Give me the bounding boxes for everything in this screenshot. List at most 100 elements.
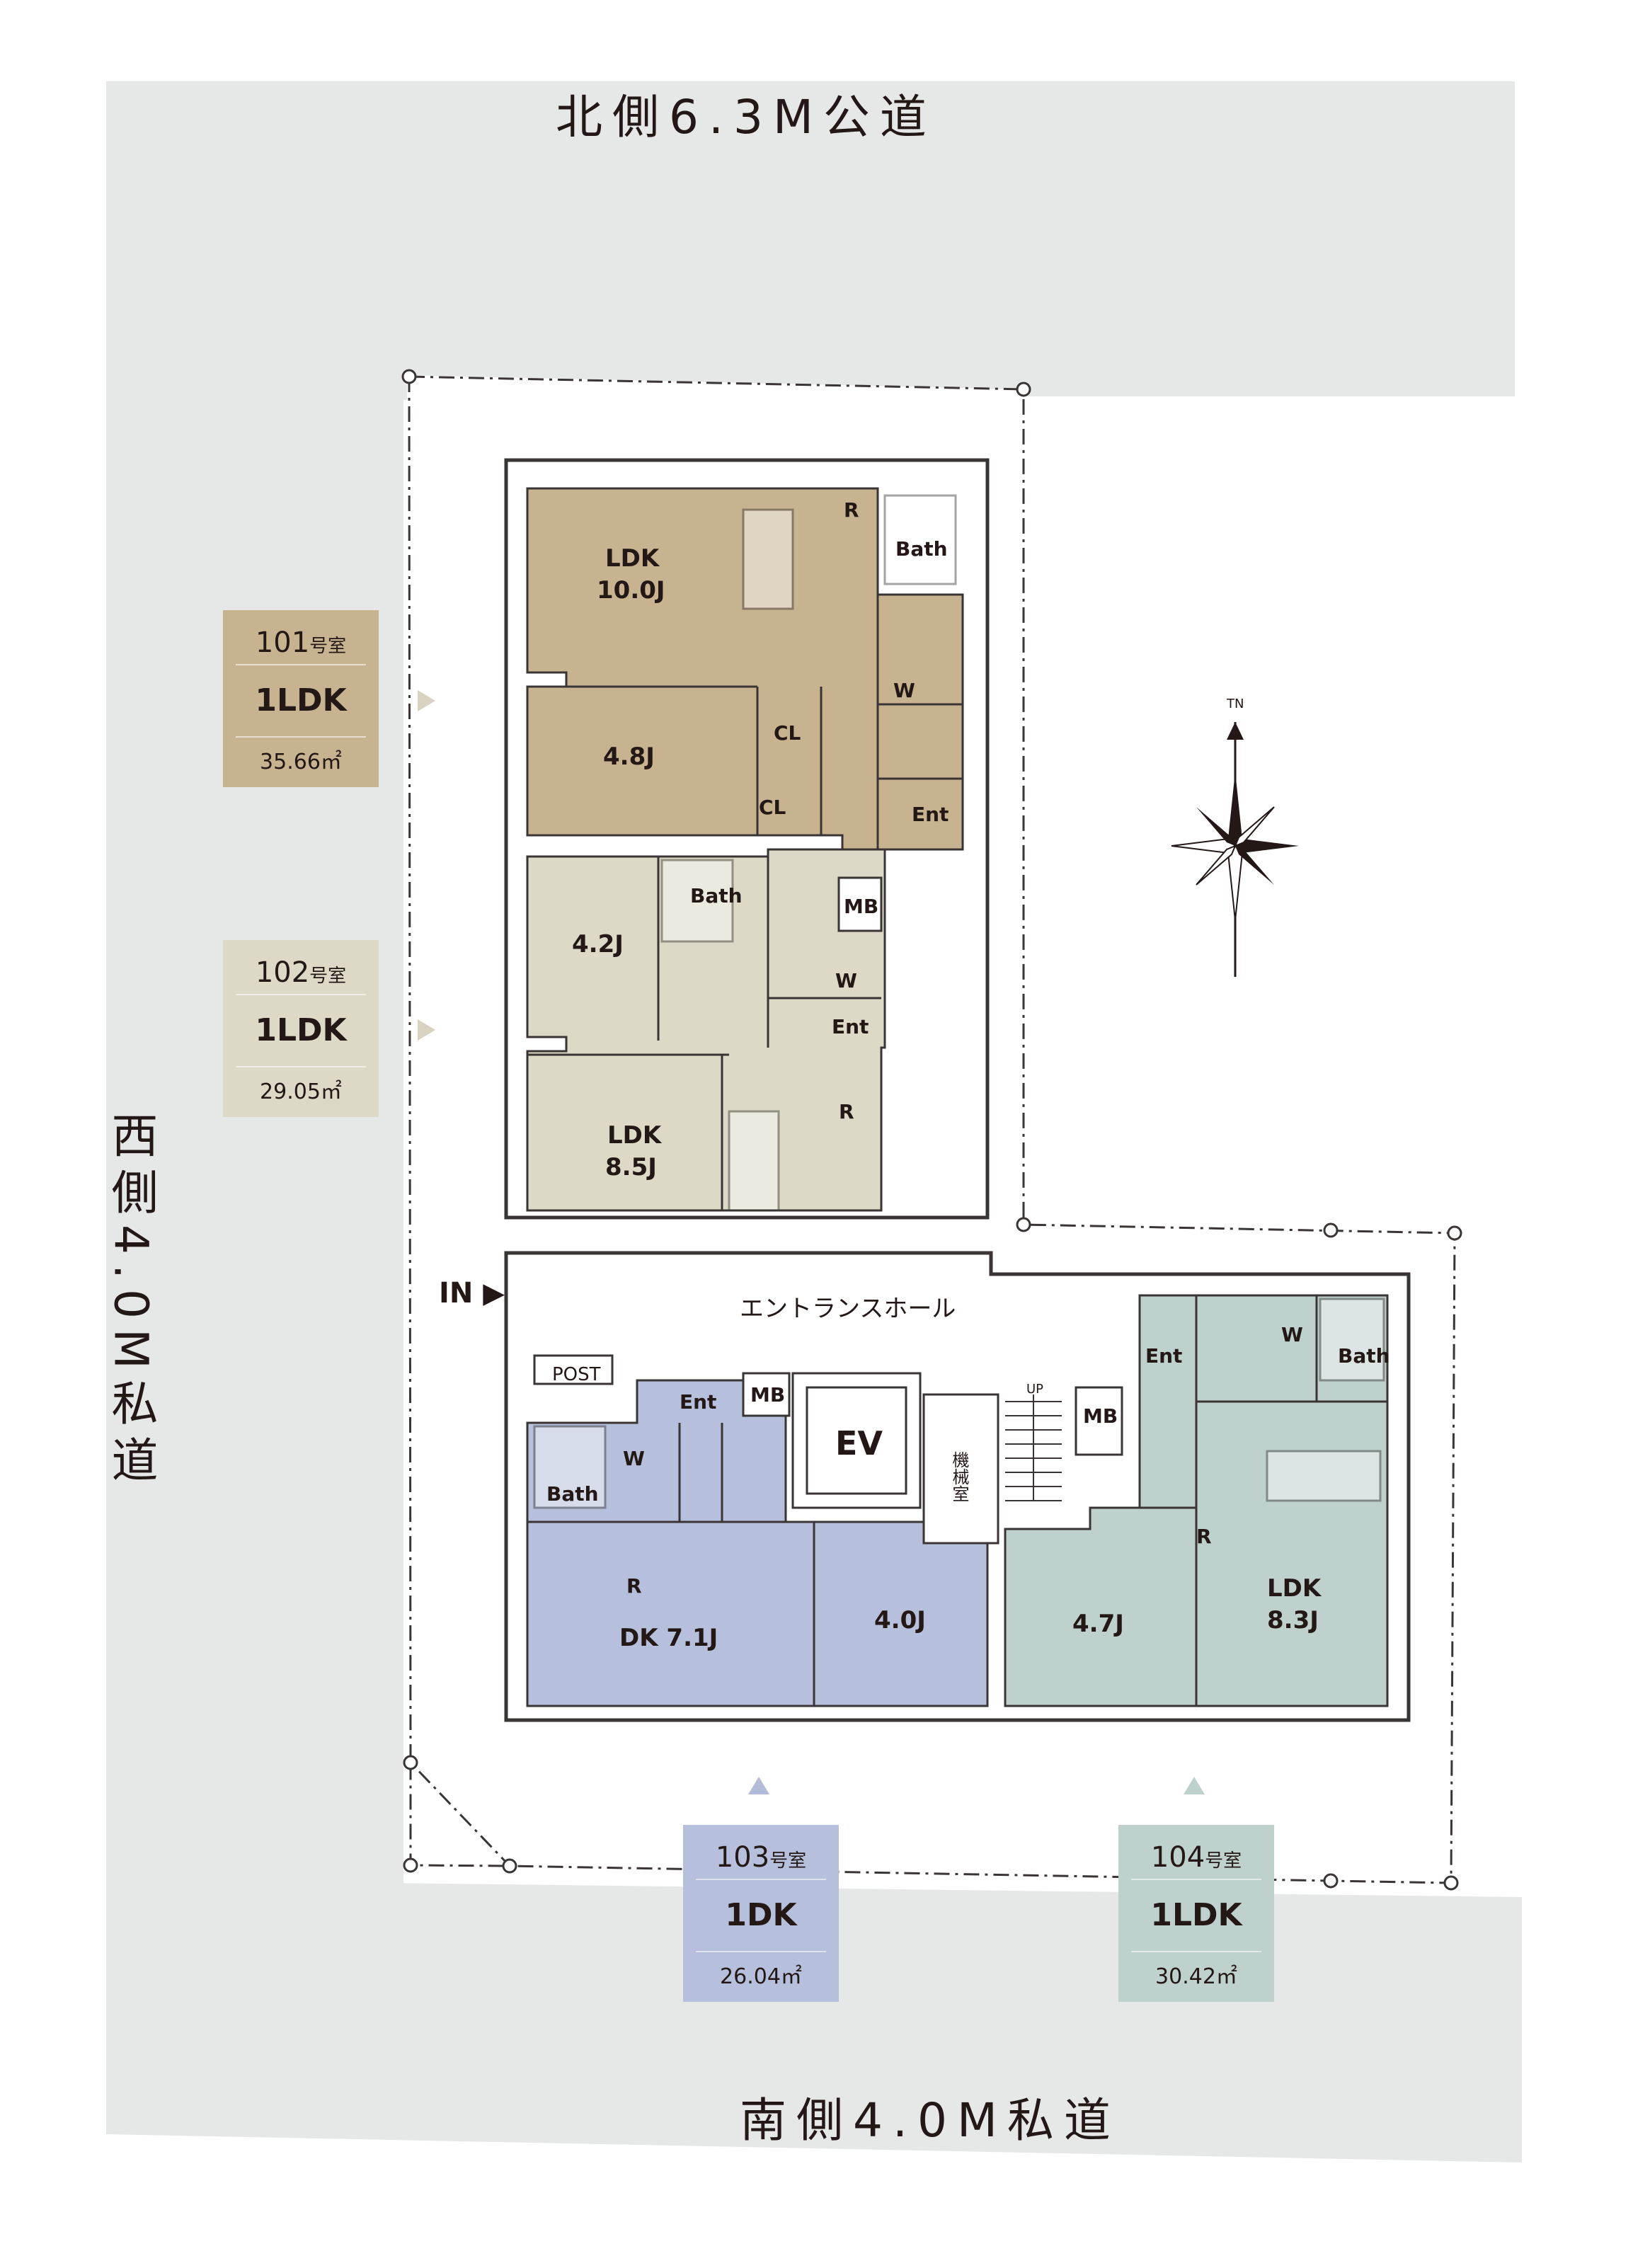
south-road-label: 南側4.0M私道 <box>740 2093 1121 2148</box>
unit-104 <box>1004 1294 1389 1707</box>
u104-bath-label: Bath <box>1338 1344 1390 1368</box>
u102-ent-label: Ent <box>832 1015 869 1038</box>
ev-box <box>791 1372 922 1509</box>
unit-suffix: 号室 <box>309 966 347 987</box>
unit-103-bath-fixture <box>533 1425 607 1509</box>
u104-ldk-size: 8.3J <box>1267 1606 1319 1634</box>
u104-w-label: W <box>1281 1323 1303 1346</box>
u104-r-label: R <box>1196 1525 1212 1548</box>
post-label: POST <box>552 1364 601 1385</box>
pointer-102-icon <box>418 1019 435 1041</box>
u101-w-label: W <box>893 679 915 702</box>
unit-type: 1LDK <box>255 1012 347 1048</box>
u103-dk-label: DK 7.1J <box>619 1624 718 1652</box>
common-labels: IN ▶ エントランスホール POST EV 機械室 UP MB <box>439 895 1043 1502</box>
u103-ent-label: Ent <box>680 1390 716 1414</box>
unit-suffix: 号室 <box>309 636 347 657</box>
card-divider <box>696 1879 826 1880</box>
mb-box-104 <box>1075 1386 1123 1456</box>
u102-r-label: R <box>839 1100 854 1123</box>
unit-type: 1LDK <box>255 682 347 718</box>
unit-card-103[interactable]: 103号室 1DK 26.04㎡ <box>683 1825 839 2002</box>
unit-card-pointers <box>418 690 1205 1794</box>
common-area <box>533 876 1123 1545</box>
unit-101-kitchen-fixture <box>742 508 794 610</box>
unit-101 <box>526 487 964 851</box>
unit-type: 1DK <box>725 1897 797 1933</box>
u101-cl1-label: CL <box>774 721 801 745</box>
pointer-104-icon <box>1184 1777 1205 1794</box>
u101-ent-label: Ent <box>912 803 949 826</box>
unit-104-kitchen-fixture <box>1266 1450 1382 1502</box>
u101-ldk-size: 10.0J <box>597 576 665 605</box>
machine-room-label: 機械室 <box>949 1451 969 1502</box>
north-road-label: 北側6.3M公道 <box>556 90 936 144</box>
u101-r-label: R <box>844 498 859 522</box>
stairs <box>1005 1394 1062 1501</box>
u102-ldk-label: LDK <box>607 1121 663 1150</box>
card-divider <box>696 1951 826 1952</box>
card-divider <box>1131 1951 1261 1952</box>
unit-102-bath-fixture <box>660 859 734 943</box>
unit-area: 29.05㎡ <box>260 1079 342 1104</box>
u103-mb-label: MB <box>750 1383 785 1407</box>
mb-box-hall <box>742 1372 791 1417</box>
pointer-103-icon <box>748 1777 769 1794</box>
u102-bed-label: 4.2J <box>572 930 624 958</box>
u102-bath-label: Bath <box>690 884 743 907</box>
room-labels: LDK 10.0J 4.8J CL CL R Bath W Ent 4.2J B… <box>546 498 1390 1652</box>
unit-type: 1LDK <box>1150 1897 1242 1933</box>
unit-number: 103 <box>715 1841 770 1874</box>
unit-102-area <box>526 848 886 1212</box>
u103-bed-label: 4.0J <box>874 1606 926 1634</box>
unit-104-bath-fixture <box>1319 1298 1385 1382</box>
unit-102-kitchen-fixture <box>728 1110 780 1212</box>
compass-icon <box>1171 722 1299 977</box>
u104-mb-label: MB <box>1083 1404 1118 1428</box>
card-divider <box>236 994 366 995</box>
mb-box-102 <box>837 876 883 932</box>
mb-102-label: MB <box>844 895 878 918</box>
u103-r-label: R <box>626 1574 642 1598</box>
unit-area: 35.66㎡ <box>260 750 342 774</box>
u103-bath-label: Bath <box>546 1482 599 1506</box>
post-box <box>533 1354 614 1385</box>
unit-103 <box>526 1379 989 1707</box>
unit-number: 104 <box>1150 1841 1205 1874</box>
unit-suffix: 号室 <box>769 1850 807 1872</box>
machine-room-box <box>922 1393 999 1545</box>
card-divider <box>236 664 366 665</box>
u103-w-label: W <box>623 1447 645 1470</box>
boundary-markers <box>401 369 1462 1891</box>
unit-103-area <box>526 1379 989 1707</box>
west-road-label: 西側4.0M私道 <box>104 1111 159 1492</box>
unit-number: 101 <box>255 626 310 659</box>
u101-cl2-label: CL <box>759 796 786 819</box>
unit-number: 102 <box>255 956 310 989</box>
unit-suffix: 号室 <box>1205 1850 1242 1872</box>
unit-card-101[interactable]: 101号室 1LDK 35.66㎡ <box>223 610 379 787</box>
card-divider <box>1131 1879 1261 1880</box>
u101-ldk-label: LDK <box>605 544 660 573</box>
card-divider <box>236 1066 366 1067</box>
entrance-hall-label: エントランスホール <box>740 1295 956 1323</box>
unit-card-102[interactable]: 102号室 1LDK 29.05㎡ <box>223 940 379 1117</box>
u101-bed-label: 4.8J <box>603 743 655 771</box>
unit-area: 30.42㎡ <box>1155 1964 1237 1989</box>
unit-area: 26.04㎡ <box>720 1964 802 1989</box>
u101-bath-label: Bath <box>895 537 948 561</box>
stairs-up-label: UP <box>1026 1382 1043 1397</box>
ev-label: EV <box>835 1424 883 1462</box>
compass-label: TN <box>1226 697 1244 711</box>
unit-card-104[interactable]: 104号室 1LDK 30.42㎡ <box>1118 1825 1274 2002</box>
unit-101-bath-fixture <box>883 494 957 585</box>
in-arrow-label: IN ▶ <box>439 1277 505 1310</box>
u102-ldk-size: 8.5J <box>605 1153 657 1181</box>
card-divider <box>236 736 366 738</box>
pointer-101-icon <box>418 690 435 711</box>
u104-ldk-label: LDK <box>1267 1574 1322 1603</box>
u102-w-label: W <box>835 969 857 992</box>
u104-ent-label: Ent <box>1145 1344 1182 1368</box>
unit-102 <box>526 848 886 1212</box>
u104-bed-label: 4.7J <box>1072 1610 1124 1638</box>
